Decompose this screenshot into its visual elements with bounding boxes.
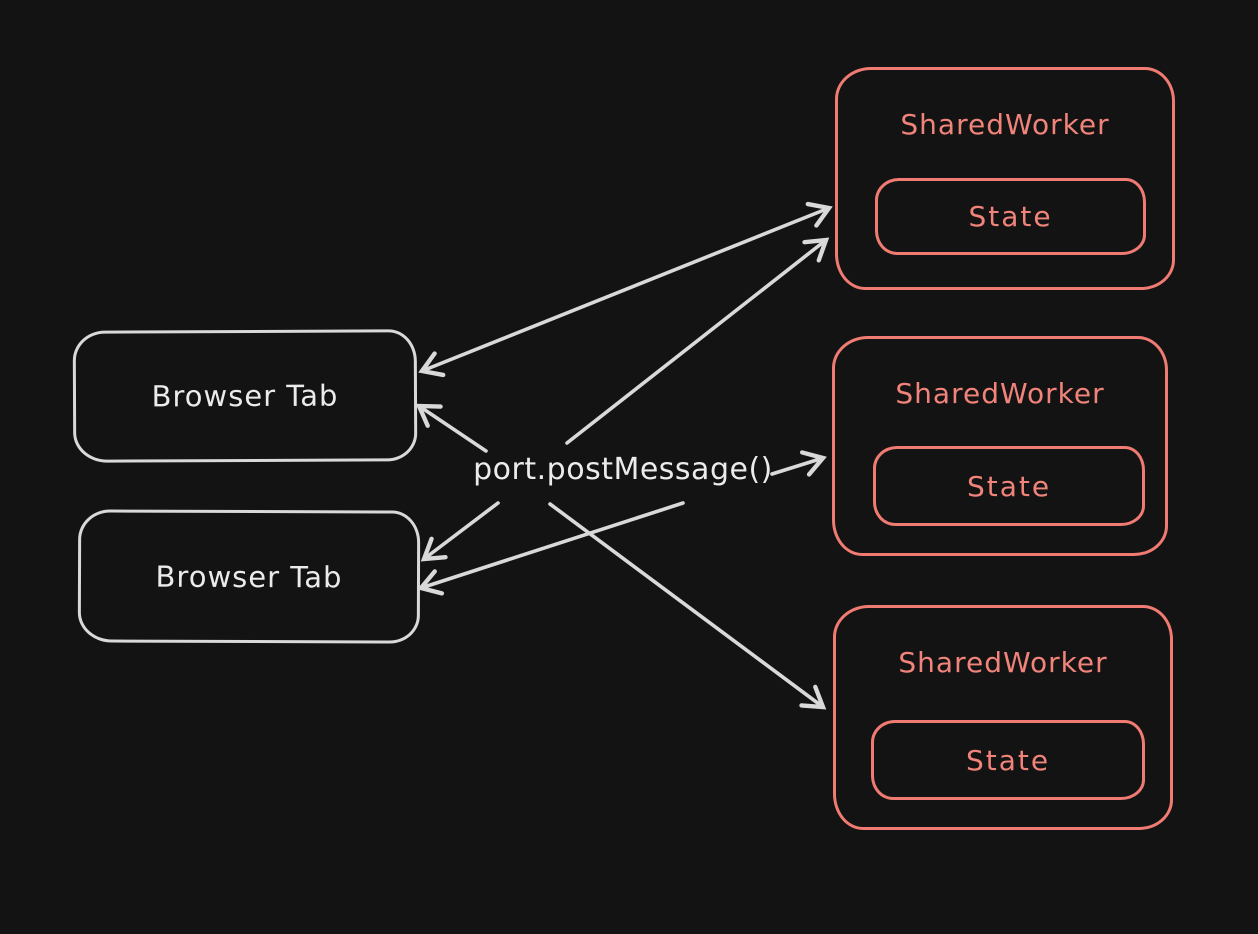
arrow-label-to-tab2-upper	[420, 501, 500, 562]
shared-worker-3-state-box: State	[871, 720, 1145, 800]
shared-worker-1-title: SharedWorker	[900, 108, 1110, 141]
shared-worker-3-state-label: State	[965, 743, 1051, 777]
shared-worker-1-state-box: State	[875, 178, 1146, 255]
shared-worker-2-box: SharedWorker State	[832, 336, 1168, 556]
browser-tab-1-label: Browser Tab	[151, 378, 339, 414]
shared-worker-3-box: SharedWorker State	[833, 605, 1173, 830]
browser-tab-1-box: Browser Tab	[72, 329, 418, 463]
post-message-label: port.postMessage()	[473, 452, 773, 487]
shared-worker-1-box: SharedWorker State	[835, 67, 1175, 290]
arrow-label-to-tab2-lower	[417, 501, 685, 596]
shared-worker-2-title: SharedWorker	[895, 377, 1105, 410]
browser-tab-2-box: Browser Tab	[77, 509, 421, 644]
arrow-label-to-worker2	[770, 450, 827, 477]
arrow-tab1-worker1-bidirectional	[418, 201, 833, 378]
arrow-label-to-worker1	[565, 237, 830, 445]
shared-worker-2-state-label: State	[966, 469, 1052, 503]
shared-worker-3-title: SharedWorker	[898, 646, 1108, 679]
shared-worker-1-state-label: State	[968, 200, 1053, 233]
arrow-label-to-tab1	[415, 403, 488, 453]
shared-worker-2-state-box: State	[873, 446, 1145, 526]
arrow-label-to-worker3	[548, 502, 827, 710]
browser-tab-2-label: Browser Tab	[155, 559, 343, 594]
